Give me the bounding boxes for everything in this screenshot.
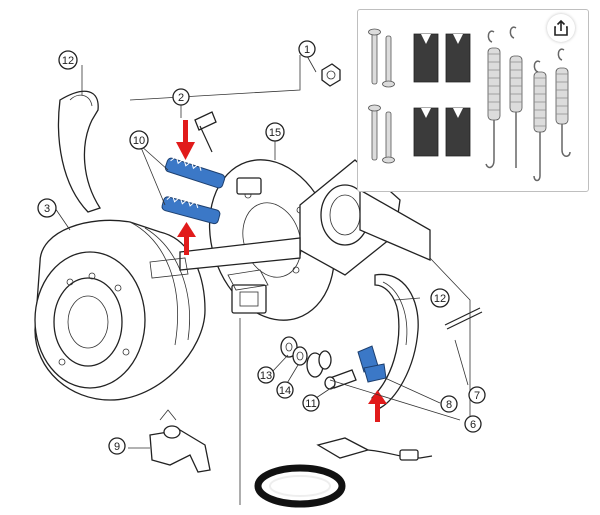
- svg-text:13: 13: [260, 370, 272, 382]
- adjuster-wheel: [306, 350, 332, 378]
- callout-14: 14: [276, 381, 294, 399]
- pin-pair-bottom: [368, 104, 395, 164]
- spring-3: [533, 60, 547, 182]
- clip-pad-2: [445, 33, 471, 83]
- svg-text:8: 8: [446, 399, 452, 411]
- callout-10: 10: [129, 130, 149, 150]
- share-icon: [554, 19, 568, 36]
- red-arrow-down: [176, 120, 195, 160]
- callout-15: 15: [265, 122, 285, 142]
- washer-14: [292, 346, 308, 366]
- callout-13: 13: [257, 366, 275, 384]
- red-arrow-up: [177, 222, 196, 255]
- adjuster-mechanism: [227, 269, 269, 314]
- svg-text:12: 12: [434, 293, 446, 305]
- callout-12-top: 12: [58, 50, 78, 70]
- svg-text:9: 9: [114, 441, 120, 453]
- clip-pad-4: [445, 107, 471, 157]
- spring-4: [555, 48, 571, 157]
- svg-text:3: 3: [44, 203, 50, 215]
- return-spring-upper: [164, 155, 226, 189]
- share-button[interactable]: [547, 14, 575, 42]
- brake-cable: [316, 437, 433, 461]
- callout-12-right: 12: [430, 288, 450, 308]
- callout-6: 6: [464, 415, 482, 433]
- spring-1: [485, 30, 501, 169]
- svg-text:7: 7: [474, 390, 480, 402]
- clip-pad-1: [413, 33, 439, 83]
- bolt: [194, 111, 217, 153]
- red-arrow-up-right: [368, 390, 387, 422]
- clip-pad-3: [413, 107, 439, 157]
- svg-text:12: 12: [62, 55, 74, 67]
- spring-2: [509, 26, 523, 168]
- hardware-kit-inset: [357, 9, 589, 192]
- callout-3: 3: [37, 198, 57, 218]
- svg-text:6: 6: [470, 419, 476, 431]
- pivot-bolt: [324, 369, 357, 390]
- brake-shoe-right: [371, 273, 419, 409]
- svg-text:1: 1: [304, 44, 310, 56]
- pin: [444, 307, 483, 330]
- retainer-clip: [357, 345, 387, 383]
- svg-text:14: 14: [279, 385, 291, 397]
- callout-7: 7: [468, 386, 486, 404]
- pin-pair-top: [368, 28, 395, 88]
- brake-shoe-left: [57, 90, 101, 213]
- callout-9: 9: [108, 437, 126, 455]
- svg-text:11: 11: [305, 398, 316, 410]
- svg-text:10: 10: [133, 135, 145, 147]
- svg-text:15: 15: [269, 127, 281, 139]
- leader-lines: [54, 55, 471, 505]
- return-spring-lower: [161, 194, 221, 225]
- brake-drum: [34, 219, 206, 401]
- svg-text:2: 2: [178, 92, 184, 104]
- callout-1: 1: [298, 40, 316, 58]
- washer-13: [280, 336, 298, 358]
- cable-clip: [254, 464, 346, 508]
- callout-8: 8: [440, 395, 458, 413]
- parking-brake-lever: [149, 409, 211, 473]
- nut: [321, 63, 341, 87]
- hardware-kit-photo: [368, 26, 571, 182]
- callout-11: 11: [302, 394, 320, 412]
- callout-2: 2: [172, 88, 190, 106]
